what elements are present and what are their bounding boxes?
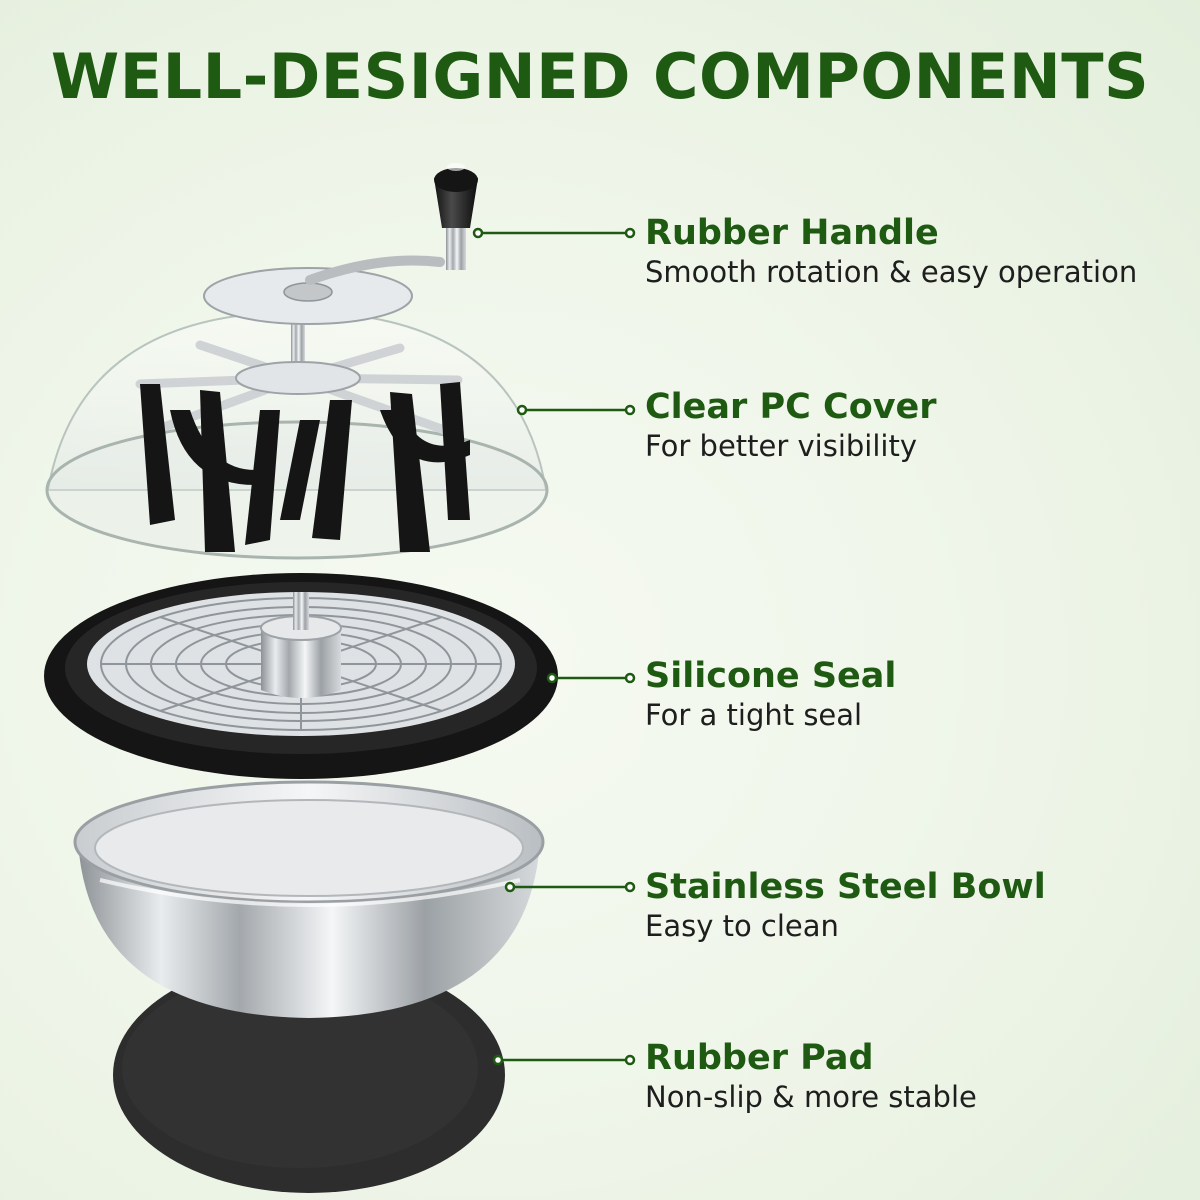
component-description: For a tight seal bbox=[645, 698, 863, 732]
callout-steel-bowl: Stainless Steel Bowl Easy to clean bbox=[645, 866, 1046, 944]
component-description: Easy to clean bbox=[645, 909, 839, 943]
steel-bowl-graphic bbox=[73, 780, 545, 1018]
callout-dot-steel-bowl-start bbox=[504, 881, 516, 893]
page-title: WELL-DESIGNED COMPONENTS bbox=[50, 40, 1150, 113]
callout-dot-steel-bowl bbox=[624, 881, 636, 893]
component-description: Smooth rotation & easy operation bbox=[645, 255, 1138, 289]
callout-rubber-handle: Rubber Handle Smooth rotation & easy ope… bbox=[645, 212, 1137, 290]
callout-rubber-pad: Rubber Pad Non-slip & more stable bbox=[645, 1037, 977, 1115]
component-description: For better visibility bbox=[645, 429, 918, 463]
component-name: Stainless Steel Bowl bbox=[645, 867, 1046, 907]
callout-dot-pc-cover bbox=[624, 404, 636, 416]
component-name: Rubber Pad bbox=[645, 1038, 874, 1078]
component-description: Non-slip & more stable bbox=[645, 1080, 977, 1114]
callout-dot-rubber-handle-start bbox=[472, 227, 484, 239]
rubber-handle-graphic bbox=[434, 163, 478, 270]
callout-dot-rubber-pad-start bbox=[492, 1054, 504, 1066]
callout-dot-silicone-seal-start bbox=[546, 672, 558, 684]
component-name: Clear PC Cover bbox=[645, 387, 937, 427]
callout-silicone-seal: Silicone Seal For a tight seal bbox=[645, 655, 896, 733]
callout-dot-rubber-handle bbox=[624, 227, 636, 239]
component-name: Rubber Handle bbox=[645, 213, 939, 253]
callout-dot-rubber-pad bbox=[624, 1054, 636, 1066]
rubber-pad-graphic bbox=[113, 957, 505, 1193]
pc-cover-graphic bbox=[45, 255, 549, 560]
callout-dot-pc-cover-start bbox=[516, 404, 528, 416]
silicone-seal-graphic bbox=[44, 573, 558, 779]
callout-dot-silicone-seal bbox=[624, 672, 636, 684]
component-name: Silicone Seal bbox=[645, 656, 897, 696]
callout-pc-cover: Clear PC Cover For better visibility bbox=[645, 386, 937, 464]
